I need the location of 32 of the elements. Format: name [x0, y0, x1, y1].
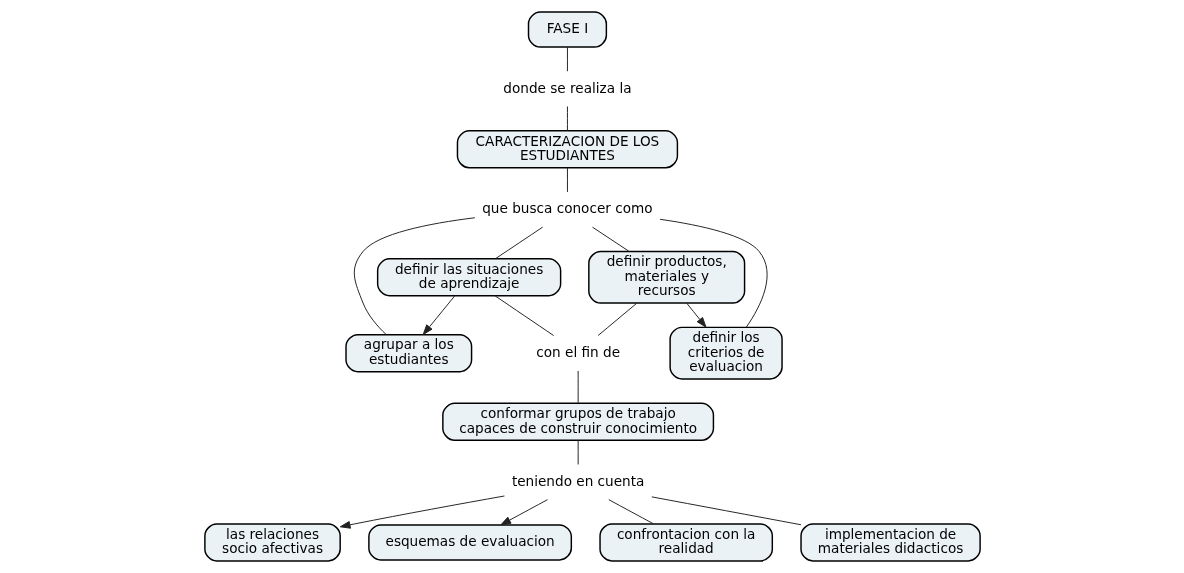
connector [577, 370, 579, 404]
node-text: con el fin de [535, 343, 620, 360]
node-box: implementacion de materiales didacticos [799, 523, 981, 562]
connector [607, 499, 654, 525]
connector [659, 218, 768, 328]
connector [494, 295, 554, 337]
connector [494, 226, 543, 260]
node-text: teniendo en cuenta [511, 472, 644, 489]
connector [353, 217, 475, 336]
connector [591, 226, 629, 252]
node-box: definir los criterios de evaluacion [668, 326, 783, 380]
node-text: donde se realiza la [502, 79, 632, 96]
node-box: las relaciones socio afectivas [203, 523, 341, 562]
node-box: esquemas de evaluacion [367, 524, 572, 561]
connector [650, 496, 801, 526]
connector [566, 167, 568, 193]
arrow [422, 295, 455, 335]
connector [566, 106, 568, 132]
arrow [499, 499, 548, 526]
node-box: agrupar a los estudiantes [344, 333, 472, 373]
node-box: definir las situaciones de aprendizaje [376, 258, 561, 297]
node-box: conformar grupos de trabajo capaces de construir conocimiento [441, 402, 714, 441]
connector [597, 302, 637, 336]
connector [577, 439, 579, 465]
arrow [685, 302, 706, 328]
node-box: confrontacion con la realidad [598, 523, 773, 562]
connector [566, 46, 568, 72]
node-box: definir productos, materiales y recursos [587, 250, 745, 304]
node-box: FASE I [527, 11, 607, 48]
arrow [339, 495, 505, 529]
node-box: CARACTERIZACION DE LOS ESTUDIANTES [456, 130, 678, 169]
node-text: que busca conocer como [481, 200, 653, 217]
